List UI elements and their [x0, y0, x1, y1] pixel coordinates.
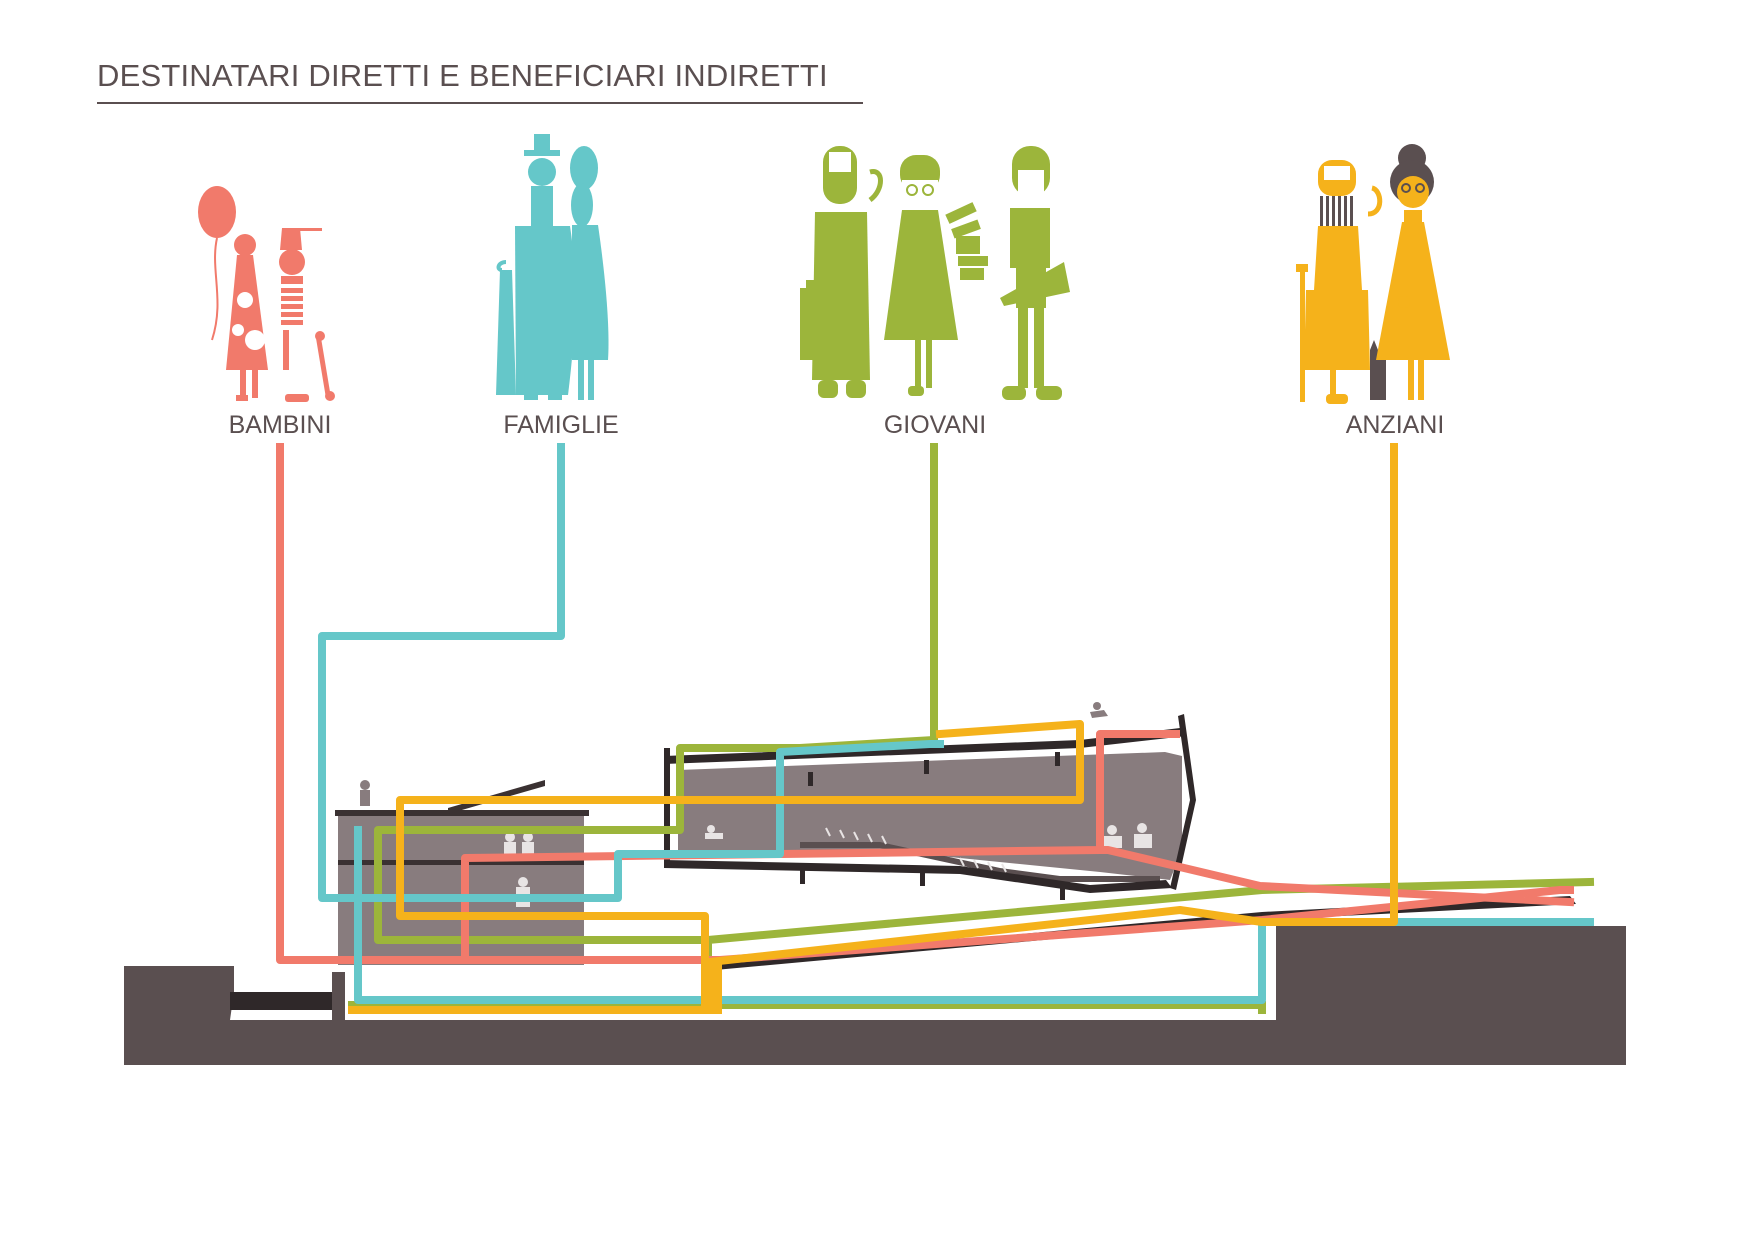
- rooftop-figures: [360, 702, 1108, 806]
- ground-mass: [124, 926, 1626, 1065]
- column: [800, 868, 805, 884]
- elderly-figure-icon: [1376, 144, 1450, 400]
- auditorium-floor: [800, 842, 1160, 882]
- skateboard-icon: [285, 331, 335, 402]
- child-figure-icon: [279, 228, 322, 370]
- upper-lower-slab: [664, 860, 1172, 893]
- elderly-figure-icon: [1296, 160, 1383, 404]
- column: [924, 760, 929, 774]
- column: [1055, 752, 1060, 766]
- column: [920, 870, 925, 886]
- youth-figure-icon: [884, 155, 958, 396]
- ground-step-left: [230, 992, 332, 1010]
- bambini-figures: [198, 186, 335, 402]
- page-title: DESTINATARI DIRETTI E BENEFICIARI INDIRE…: [97, 58, 828, 93]
- group-label-famiglie: FAMIGLIE: [503, 411, 619, 439]
- anziani-figures: [1296, 144, 1450, 404]
- upper-facade-right: [1170, 714, 1196, 890]
- route-lines: [276, 443, 1595, 1014]
- balloon-icon: [198, 186, 236, 341]
- books-icon: [945, 202, 988, 280]
- famiglie-figures: [496, 134, 609, 400]
- title-underline: [97, 102, 863, 104]
- youth-figure-icon: [800, 146, 883, 398]
- umbrella-icon: [496, 260, 516, 395]
- youth-figure-icon: [1000, 146, 1070, 400]
- family-figure-icon: [515, 134, 576, 400]
- ramp-slab: [715, 896, 1576, 970]
- child-figure-icon: [226, 234, 268, 401]
- column: [1060, 884, 1065, 900]
- auditorium-seats: [825, 827, 1007, 873]
- giovani-figures: [800, 146, 1070, 400]
- upper-block-interior: [678, 752, 1182, 880]
- group-label-giovani: GIOVANI: [883, 411, 987, 439]
- lower-block-roof: [335, 810, 589, 816]
- upper-left-wall: [664, 748, 670, 868]
- family-figure-icon: [570, 146, 609, 400]
- group-label-anziani: ANZIANI: [1345, 411, 1445, 439]
- route-bambini: [276, 443, 1575, 964]
- column: [808, 772, 813, 786]
- group-label-bambini: BAMBINI: [228, 411, 332, 439]
